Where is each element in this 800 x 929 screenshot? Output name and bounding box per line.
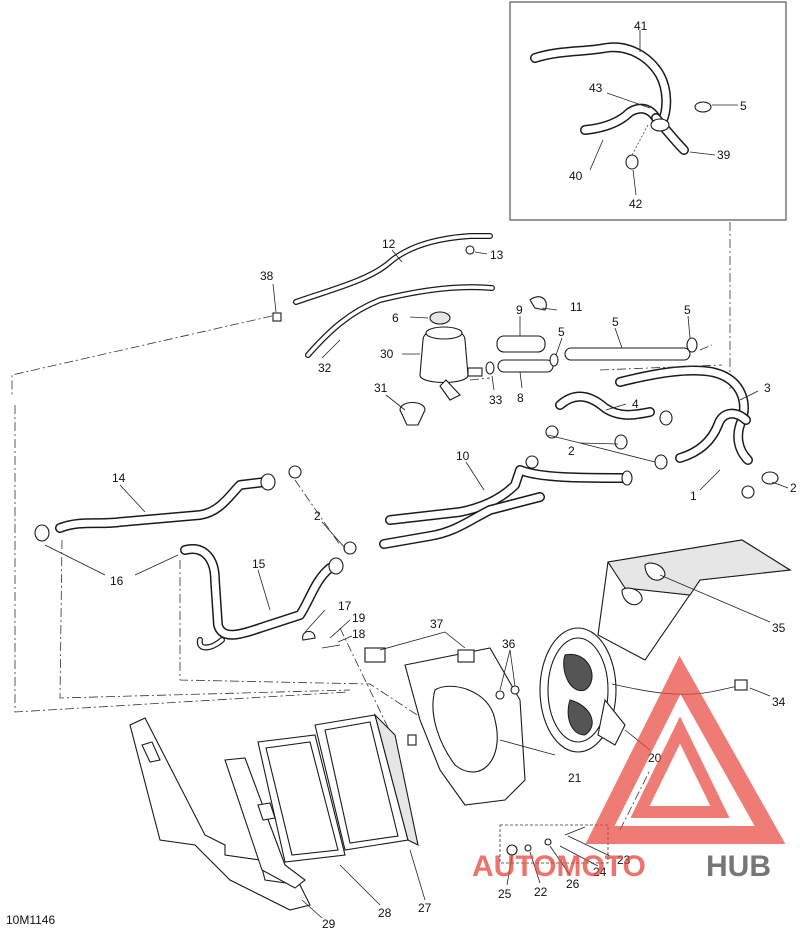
fan-shroud-cover-35: 35 (597, 539, 792, 661)
callout-43: 43 (589, 81, 603, 95)
callout-40: 40 (569, 169, 583, 183)
hose-14: 14 (34, 465, 302, 542)
engine-hoses: 3 4 2 1 2 (545, 365, 797, 503)
screen-28: 28 (257, 734, 392, 920)
callout-19: 19 (352, 611, 366, 625)
callout-13: 13 (490, 248, 504, 262)
coolant-reservoir: 6 30 31 (374, 311, 483, 426)
callout-22: 22 (534, 885, 548, 899)
callout-2: 2 (790, 481, 797, 495)
callout-17: 17 (338, 599, 352, 613)
callout-36: 36 (502, 637, 516, 651)
callout-25: 25 (498, 887, 512, 901)
callout-28: 28 (378, 906, 392, 920)
panel-29: 29 (129, 717, 336, 929)
callout-30: 30 (380, 347, 394, 361)
callout-21: 21 (568, 771, 582, 785)
callout-5: 5 (684, 303, 691, 317)
hardware-kit-22-26: 23 24 25 22 26 (498, 824, 631, 901)
callout-38: 38 (260, 269, 274, 283)
callout-33: 32 (318, 361, 332, 375)
callout-16: 16 (110, 574, 124, 588)
pipe-10: 10 (379, 449, 633, 549)
callout-41: 41 (634, 19, 648, 33)
callout-27: 27 (418, 901, 432, 915)
callout-32: 6 (392, 311, 399, 325)
callout-42: 42 (629, 197, 643, 211)
callout-8: 33 (489, 393, 503, 407)
figure-code: 10M1146 (6, 913, 55, 927)
callout-12: 12 (382, 237, 396, 251)
detail-inset: 41 43 5 40 39 42 (509, 1, 787, 221)
callout-2: 2 (568, 444, 575, 458)
watermark-logo (585, 655, 786, 844)
watermark-brand-right: HUB (706, 850, 771, 883)
assembly-leader-lines (11, 315, 723, 831)
callout-5: 5 (558, 325, 565, 339)
callout-34: 34 (772, 695, 786, 709)
callout-10: 10 (456, 449, 470, 463)
callout-29: 29 (322, 917, 336, 929)
callout-4: 4 (632, 397, 639, 411)
callout-2: 2 (314, 509, 321, 523)
callout-5: 5 (740, 99, 747, 113)
callout-1: 1 (690, 489, 697, 503)
callout-37: 37 (430, 617, 444, 631)
upper-hoses: 12 13 38 32 (260, 233, 504, 375)
callout-23: 23 (617, 853, 631, 867)
callout-11: 11 (570, 300, 583, 314)
callout-6: 5 (612, 315, 619, 329)
hose-15: 15 (180, 541, 357, 651)
clamp-17-18-19: 17 19 18 (302, 599, 366, 649)
callout-15: 15 (252, 557, 266, 571)
callout-9: 9 (516, 303, 523, 317)
misc-clamps-16-2: 16 2 (44, 509, 346, 588)
callout-24: 24 (593, 865, 607, 879)
radiator-27: 27 (314, 713, 432, 915)
pipe-assembly-6: 9 11 5 5 5 33 8 (469, 296, 713, 407)
callout-39: 39 (717, 148, 731, 162)
callout-26: 26 (566, 877, 580, 891)
callout-31: 31 (374, 381, 388, 395)
callout-14: 14 (112, 471, 126, 485)
fan-20: 20 34 (539, 627, 786, 765)
watermark-brand-left: AUTOMOTO (472, 850, 646, 883)
callout-7: 8 (517, 391, 524, 405)
shroud-21: 21 37 36 (364, 617, 582, 806)
callout-3: 3 (764, 381, 771, 395)
callout-18: 18 (352, 627, 366, 641)
callout-35: 35 (772, 621, 786, 635)
